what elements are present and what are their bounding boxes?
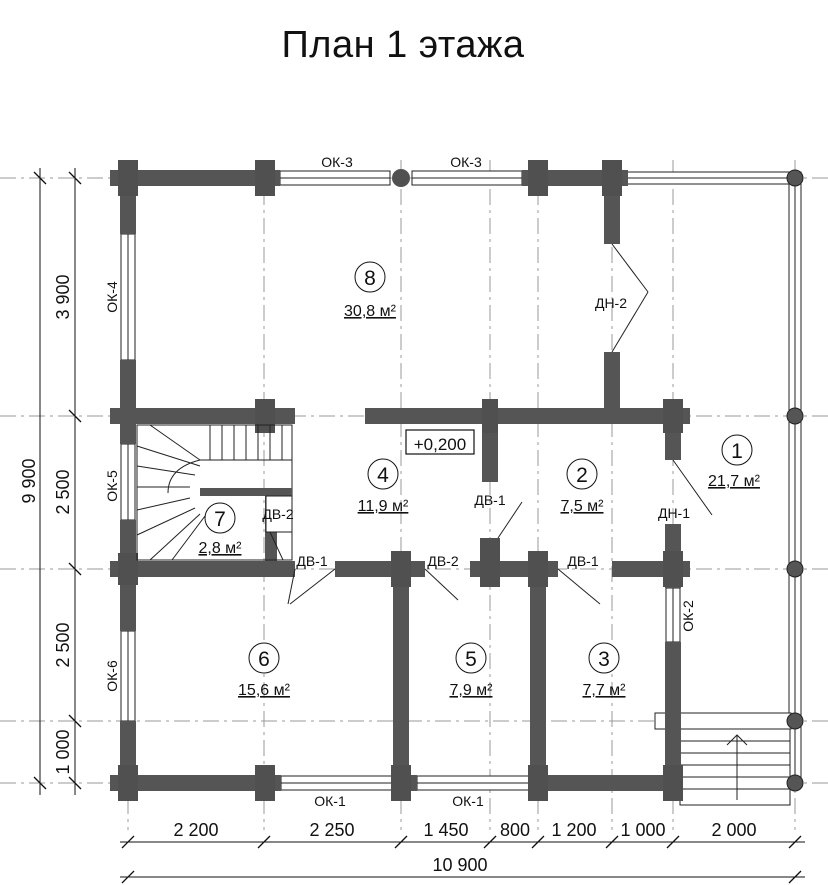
svg-text:6: 6 bbox=[258, 648, 270, 671]
window-ok1-b bbox=[416, 775, 532, 791]
label-ok1-b: ОК-1 bbox=[452, 793, 484, 809]
dimension-left: 9 900 3 900 2 500 2 500 1 000 bbox=[19, 168, 82, 795]
dim-bottom-total: 10 900 bbox=[432, 855, 487, 875]
dim-left-total: 9 900 bbox=[19, 458, 39, 503]
dim-left-1: 3 900 bbox=[53, 274, 73, 319]
dim-bottom-3: 1 450 bbox=[423, 820, 468, 840]
label-dn1: ДН-1 bbox=[658, 505, 690, 521]
label-ok1-a: ОК-1 bbox=[314, 793, 346, 809]
room-labels: 8 30,8 м² 4 11,9 м² 2 7,5 м² 1 21,7 м² 7… bbox=[198, 261, 761, 699]
dim-left-2: 2 500 bbox=[53, 469, 73, 514]
room-7: 7 2,8 м² bbox=[198, 502, 242, 557]
window-ok5 bbox=[120, 443, 136, 521]
room-4: 4 11,9 м² bbox=[358, 458, 409, 515]
window-ok3-a bbox=[279, 170, 391, 186]
window-ok6 bbox=[120, 630, 136, 722]
dim-bottom-1: 2 200 bbox=[173, 820, 218, 840]
window-ok1-a bbox=[280, 775, 394, 791]
svg-text:11,9 м²: 11,9 м² bbox=[358, 498, 409, 515]
label-dn2: ДН-2 bbox=[595, 295, 627, 311]
window-ok2 bbox=[665, 587, 681, 643]
room-8: 8 30,8 м² bbox=[344, 261, 397, 320]
level-mark-box bbox=[405, 429, 475, 455]
label-dv2-room7: ДВ-2 bbox=[262, 506, 293, 522]
svg-text:21,7 м²: 21,7 м² bbox=[708, 473, 761, 490]
dim-left-3: 2 500 bbox=[53, 622, 73, 667]
svg-text:7,7 м²: 7,7 м² bbox=[582, 682, 626, 699]
dim-bottom-4: 800 bbox=[500, 820, 530, 840]
svg-text:15,6 м²: 15,6 м² bbox=[238, 682, 291, 699]
label-ok2: ОК-2 bbox=[680, 600, 696, 632]
window-ok3-b bbox=[411, 170, 523, 186]
dim-bottom-6: 1 000 bbox=[620, 820, 665, 840]
dim-bottom-7: 2 000 bbox=[711, 820, 756, 840]
svg-text:4: 4 bbox=[377, 464, 389, 487]
door-swings bbox=[269, 243, 713, 605]
svg-text:30,8 м²: 30,8 м² bbox=[344, 303, 397, 320]
dim-left-4: 1 000 bbox=[53, 729, 73, 774]
staircase bbox=[136, 424, 293, 561]
log-posts bbox=[118, 160, 804, 801]
svg-text:3: 3 bbox=[598, 648, 610, 671]
svg-text:7: 7 bbox=[214, 508, 226, 531]
label-ok3-b: ОК-3 bbox=[450, 154, 482, 170]
label-ok6: ОК-6 bbox=[104, 660, 120, 692]
label-dv1-room3: ДВ-1 bbox=[567, 553, 598, 569]
label-ok5: ОК-5 bbox=[104, 470, 120, 502]
room-3: 3 7,7 м² bbox=[582, 642, 626, 699]
svg-text:8: 8 bbox=[364, 267, 376, 290]
level-mark: +0,200 bbox=[414, 435, 466, 454]
svg-text:2,8 м²: 2,8 м² bbox=[198, 540, 242, 557]
label-dv2-room5: ДВ-2 bbox=[427, 553, 458, 569]
plan-title: План 1 этажа bbox=[281, 24, 525, 66]
window-ok4 bbox=[120, 233, 136, 361]
svg-text:5: 5 bbox=[465, 648, 477, 671]
label-ok3-a: ОК-3 bbox=[321, 154, 353, 170]
dimension-bottom: 2 200 2 250 1 450 800 1 200 1 000 2 000 … bbox=[120, 820, 805, 884]
windows bbox=[120, 170, 681, 791]
opening-labels: ОК-3 ОК-3 ОК-1 ОК-1 ОК-4 ОК-5 ОК-6 ОК-2 … bbox=[104, 154, 696, 809]
dim-bottom-2: 2 250 bbox=[309, 820, 354, 840]
label-ok4: ОК-4 bbox=[104, 281, 120, 313]
room-5: 5 7,9 м² bbox=[449, 642, 493, 699]
room-2: 2 7,5 м² bbox=[560, 458, 604, 515]
room-6: 6 15,6 м² bbox=[238, 642, 291, 699]
room-1: 1 21,7 м² bbox=[708, 434, 761, 490]
svg-text:2: 2 bbox=[576, 464, 588, 487]
porch-stairs bbox=[654, 712, 792, 806]
svg-text:7,5 м²: 7,5 м² bbox=[560, 498, 604, 515]
label-dv1-room2: ДВ-1 bbox=[474, 492, 505, 508]
dim-bottom-5: 1 200 bbox=[551, 820, 596, 840]
label-dv1-room6: ДВ-1 bbox=[296, 553, 327, 569]
svg-text:7,9 м²: 7,9 м² bbox=[449, 682, 493, 699]
svg-text:1: 1 bbox=[731, 440, 743, 463]
